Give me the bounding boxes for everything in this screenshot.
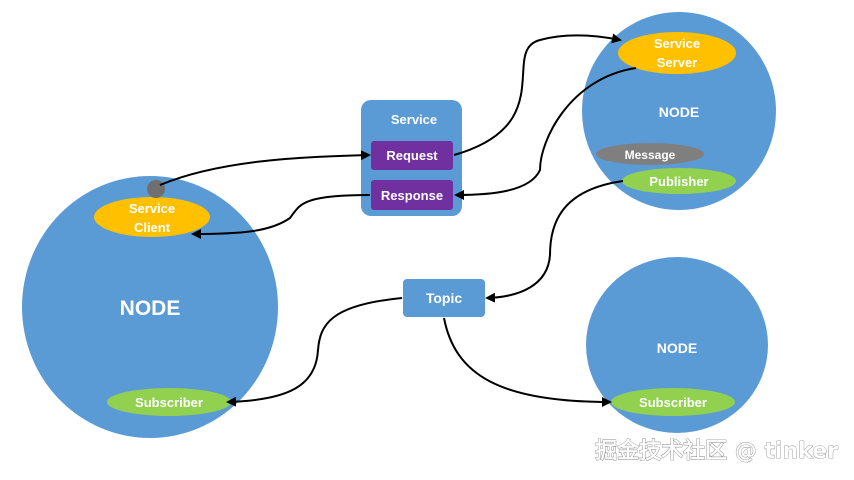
subscriber-left: Subscriber [107,388,231,416]
request-label: Request [386,148,438,163]
subscriber-right: Subscriber [611,388,735,416]
service-client-line2: Client [134,220,171,235]
client-connector-dot [147,180,165,198]
bottom-right-node: NODE [586,257,768,433]
left-node: NODE [22,176,278,438]
topic-label: Topic [426,290,463,306]
subscriber-left-label: Subscriber [135,395,203,410]
service-server-line2: Server [657,55,697,70]
left-node-label: NODE [120,297,181,320]
topic-box: Topic [403,279,485,317]
arrow-response-to-client [191,194,371,239]
arrow-client-to-request [159,150,371,186]
request-box [371,141,453,170]
arrow-topic-to-subscriber-left [226,297,403,407]
response-box [371,180,453,210]
service-client: Service Client [94,197,210,237]
top-right-node-label: NODE [659,104,699,120]
service-title: Service [391,112,437,127]
service-box: Service Request Response [361,100,462,216]
response-label: Response [381,188,443,203]
message-label: Message [625,148,676,162]
service-client-line1: Service [129,201,175,216]
service-server: Service Server [618,32,736,74]
message: Message [596,143,704,165]
bottom-right-node-label: NODE [657,340,697,356]
watermark: 掘金技术社区 @ tinker [595,438,838,464]
service-server-line1: Service [654,36,700,51]
arrow-request-to-server [453,33,622,156]
subscriber-right-label: Subscriber [639,395,707,410]
arrow-topic-to-subscriber-right [443,317,612,407]
arrow-server-to-response [454,67,637,200]
publisher: Publisher [622,168,736,194]
publisher-label: Publisher [649,174,708,189]
arrow-publisher-to-topic [485,180,624,303]
